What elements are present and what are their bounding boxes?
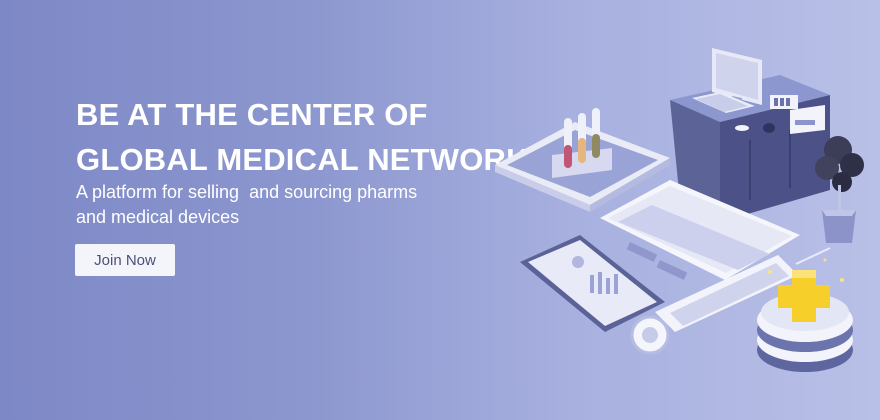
- desk-items: [735, 95, 825, 134]
- headline-line-1: BE AT THE CENTER OF: [76, 97, 428, 132]
- clipboard-icon: [520, 235, 665, 332]
- subtitle-line-1: A platform for selling and sourcing phar…: [76, 182, 418, 202]
- subtitle-line-2: and medical devices: [76, 207, 240, 227]
- document-icon: [600, 180, 800, 280]
- medical-illustration: [495, 48, 864, 372]
- keyboard-icon: [692, 92, 755, 113]
- syringe-icon: [630, 247, 831, 355]
- subtitle: A platform for selling and sourcing phar…: [76, 180, 417, 230]
- plant-icon: [815, 136, 864, 243]
- test-tubes-icon: [552, 108, 612, 178]
- medical-cross-icon: [757, 258, 853, 372]
- join-now-button[interactable]: Join Now: [75, 244, 175, 276]
- headline: BE AT THE CENTER OF GLOBAL MEDICAL NETWO…: [76, 92, 529, 182]
- headline-line-2: GLOBAL MEDICAL NETWORK: [76, 142, 529, 177]
